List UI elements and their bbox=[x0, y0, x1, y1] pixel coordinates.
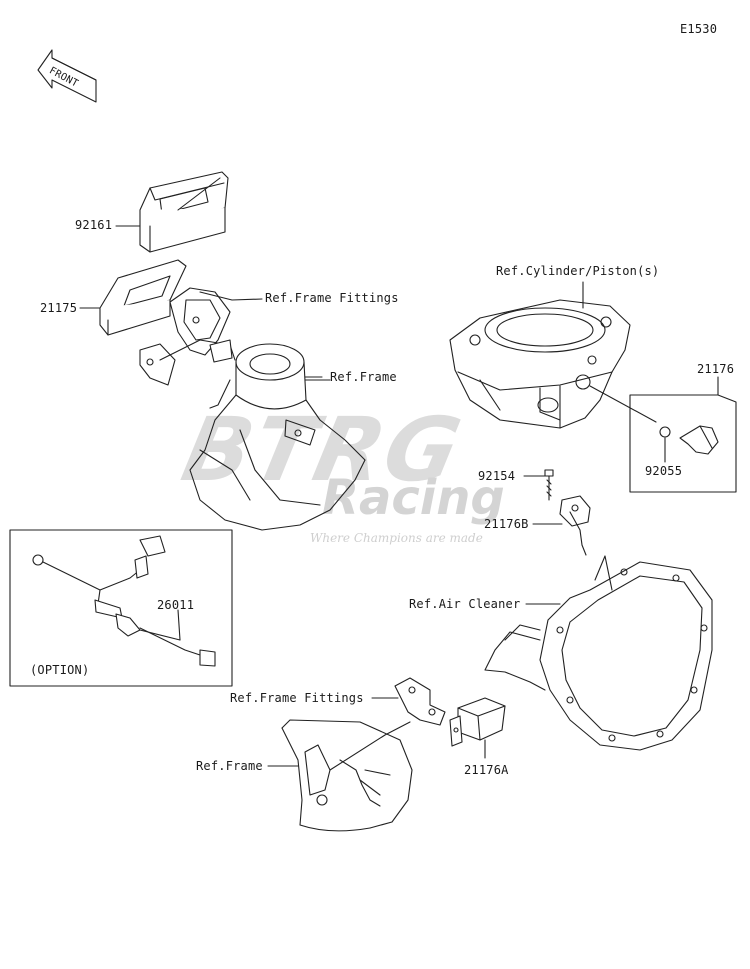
label-21176B: 21176B bbox=[484, 517, 529, 531]
watermark-racing: Racing bbox=[322, 470, 505, 526]
label-ref-cylinder: Ref.Cylinder/Piston(s) bbox=[496, 264, 660, 278]
bolt-92154 bbox=[544, 469, 554, 501]
label-ref-frame-top: Ref.Frame bbox=[330, 370, 397, 384]
frame-top bbox=[189, 343, 366, 531]
label-21176: 21176 bbox=[697, 362, 735, 376]
ecu-cover-92161 bbox=[139, 171, 229, 253]
ecu-21175 bbox=[99, 259, 187, 336]
option-harness-box bbox=[9, 529, 233, 687]
label-ref-frame-fittings-bottom: Ref.Frame Fittings bbox=[230, 691, 364, 705]
ecu-bracket bbox=[139, 287, 263, 386]
label-26011: 26011 bbox=[157, 598, 195, 612]
sensor-21176-box bbox=[629, 376, 737, 493]
label-ref-frame-fittings-top: Ref.Frame Fittings bbox=[265, 291, 399, 305]
diagram-code: E1530 bbox=[680, 22, 718, 36]
sensor-21176A bbox=[449, 697, 506, 747]
watermark-tagline: Where Champions are made bbox=[310, 531, 483, 545]
frame-fittings-bracket bbox=[394, 677, 446, 726]
label-ref-air-cleaner: Ref.Air Cleaner bbox=[409, 597, 521, 611]
sensor-21176B bbox=[559, 495, 591, 556]
front-arrow-icon bbox=[37, 49, 97, 103]
label-92154: 92154 bbox=[478, 469, 516, 483]
label-option: (OPTION) bbox=[30, 663, 90, 677]
label-21176A: 21176A bbox=[464, 763, 509, 777]
label-92161: 92161 bbox=[75, 218, 113, 232]
cylinder bbox=[449, 299, 631, 429]
label-ref-frame-bottom: Ref.Frame bbox=[196, 759, 263, 773]
frame-bottom bbox=[281, 719, 413, 832]
label-21175: 21175 bbox=[40, 301, 78, 315]
air-cleaner bbox=[484, 555, 713, 751]
label-92055: 92055 bbox=[645, 464, 683, 478]
